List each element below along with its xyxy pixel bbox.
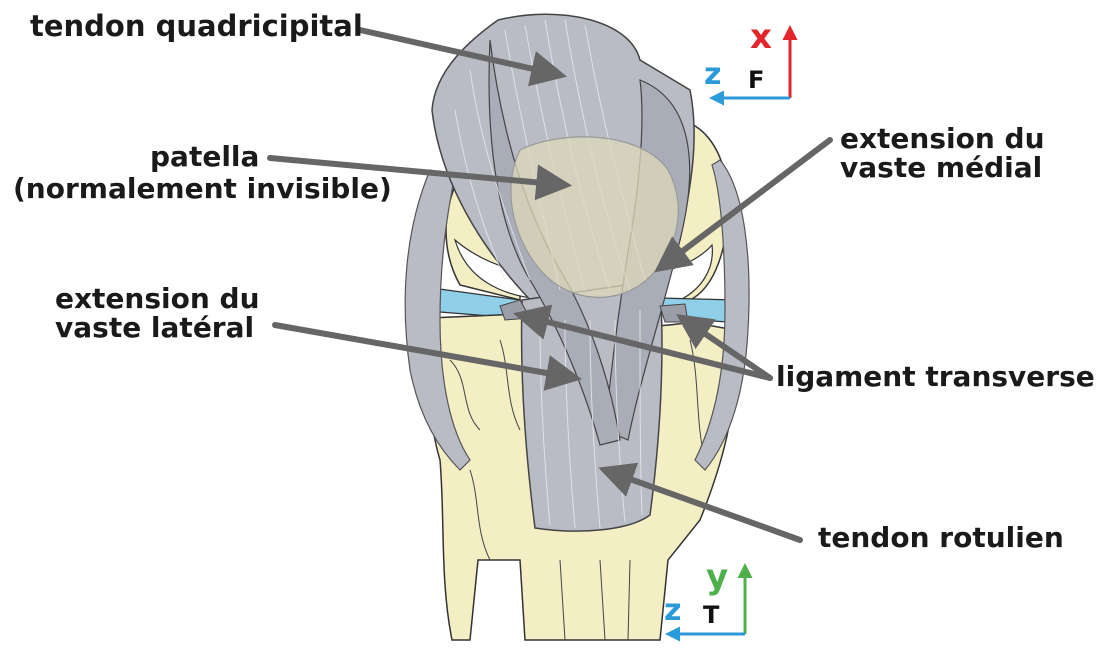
label-ext-vaste-lateral-1: extension du	[55, 285, 260, 313]
x-axis-label: x	[750, 20, 772, 54]
label-ligament-transverse: ligament transverse	[776, 363, 1095, 391]
label-ext-vaste-lateral-2: vaste latéral	[55, 314, 254, 342]
z-axis-label-bottom: z	[664, 596, 681, 626]
view-label-top: T	[703, 603, 719, 627]
view-label-front: F	[748, 68, 764, 92]
y-axis-label: y	[706, 560, 728, 594]
label-tendon-quadricipital: tendon quadricipital	[30, 12, 363, 41]
label-patella: patella	[150, 143, 259, 171]
label-tendon-rotulien: tendon rotulien	[818, 524, 1064, 552]
z-axis-label-top: z	[704, 60, 721, 90]
label-ext-vaste-medial-1: extension du	[840, 125, 1045, 153]
label-patella-note: (normalement invisible)	[13, 175, 392, 203]
label-ext-vaste-medial-2: vaste médial	[840, 154, 1042, 182]
